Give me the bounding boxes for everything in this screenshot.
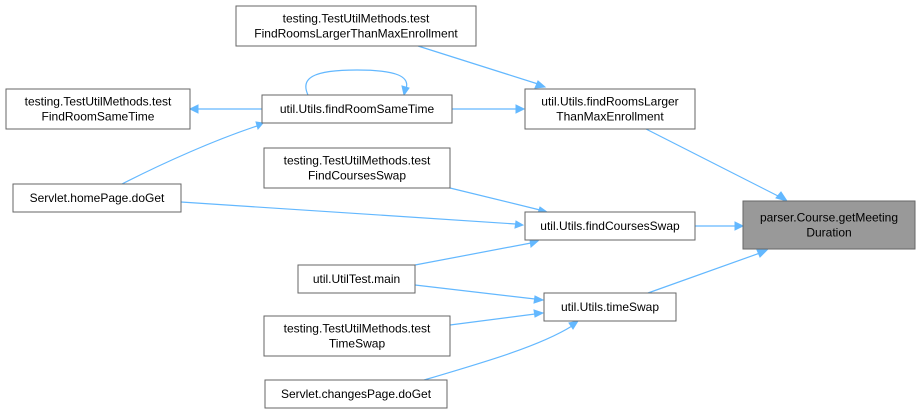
edge-home-doget-to-courses-swap-arrowhead bbox=[514, 220, 525, 229]
node-label-line: parser.Course.getMeeting bbox=[760, 211, 898, 225]
edge-test-time-swap-to-time-swap-arrowhead bbox=[533, 309, 545, 318]
node-label-line: testing.TestUtilMethods.test bbox=[284, 154, 431, 168]
node-test-room-same-time[interactable]: testing.TestUtilMethods.testFindRoomSame… bbox=[5, 88, 191, 130]
edge-courses-swap-to-focus-arrowhead bbox=[734, 221, 745, 231]
edge-changes-doget-to-time-swap bbox=[423, 325, 573, 381]
edges bbox=[121, 45, 789, 381]
node-box bbox=[742, 200, 916, 250]
node-box bbox=[524, 88, 696, 130]
node-label-line: Duration bbox=[806, 226, 851, 240]
edge-home-doget-to-courses-swap bbox=[180, 201, 517, 225]
edge-rooms-larger-to-focus-arrowhead bbox=[775, 191, 789, 202]
node-rooms-larger[interactable]: util.Utils.findRoomsLargerThanMaxEnrollm… bbox=[524, 88, 696, 130]
node-label-line: ThanMaxEnrollment bbox=[556, 110, 664, 124]
node-box bbox=[263, 147, 451, 189]
node-room-same-time[interactable]: util.Utils.findRoomSameTime bbox=[261, 94, 453, 124]
node-changes-doget[interactable]: Servlet.changesPage.doGet bbox=[264, 379, 448, 409]
edge-utiltest-main-to-time-swap-arrowhead bbox=[533, 295, 545, 304]
edge-room-same-time-self-arrowhead bbox=[401, 85, 410, 97]
edge-home-doget-to-room-same-time bbox=[121, 125, 258, 185]
node-label-line: testing.TestUtilMethods.test bbox=[284, 322, 431, 336]
edge-test-time-swap-to-time-swap bbox=[449, 313, 536, 326]
edge-utiltest-main-to-courses-swap-arrowhead bbox=[529, 239, 540, 248]
node-box bbox=[543, 292, 677, 322]
edge-test-rooms-to-rooms-larger-arrowhead bbox=[534, 80, 547, 89]
node-label-line: util.Utils.timeSwap bbox=[561, 300, 659, 314]
node-label-line: util.UtilTest.main bbox=[313, 272, 400, 286]
node-label-line: Servlet.homePage.doGet bbox=[30, 191, 165, 205]
node-label-line: util.Utils.findCoursesSwap bbox=[540, 219, 680, 233]
edge-time-swap-to-focus bbox=[647, 252, 761, 294]
edge-rooms-larger-to-focus bbox=[645, 128, 781, 198]
node-box bbox=[297, 264, 416, 294]
node-box bbox=[261, 94, 453, 124]
node-box bbox=[263, 315, 451, 357]
edge-room-same-time-to-rooms-larger-arrowhead bbox=[515, 104, 526, 114]
node-box bbox=[12, 183, 182, 213]
node-box bbox=[5, 88, 191, 130]
edge-utiltest-main-to-time-swap bbox=[414, 284, 536, 300]
node-time-swap[interactable]: util.Utils.timeSwap bbox=[543, 292, 677, 322]
node-label-line: FindRoomsLargerThanMaxEnrollment bbox=[254, 27, 458, 41]
node-label-line: FindCoursesSwap bbox=[308, 169, 406, 183]
node-test-courses-swap[interactable]: testing.TestUtilMethods.testFindCoursesS… bbox=[263, 147, 451, 189]
node-box bbox=[524, 211, 696, 241]
edge-room-same-time-self bbox=[305, 69, 408, 96]
node-utiltest-main[interactable]: util.UtilTest.main bbox=[297, 264, 416, 294]
node-label-line: testing.TestUtilMethods.test bbox=[283, 12, 430, 26]
node-box bbox=[264, 379, 448, 409]
node-label-line: TimeSwap bbox=[329, 337, 386, 351]
edge-test-courses-swap-to-courses-swap bbox=[449, 187, 541, 211]
node-test-rooms-larger[interactable]: testing.TestUtilMethods.testFindRoomsLar… bbox=[235, 5, 477, 47]
node-home-doget[interactable]: Servlet.homePage.doGet bbox=[12, 183, 182, 213]
node-box bbox=[235, 5, 477, 47]
edge-utiltest-main-to-courses-swap bbox=[414, 242, 532, 266]
edge-time-swap-to-focus-arrowhead bbox=[756, 249, 769, 258]
edge-test-rooms-to-rooms-larger bbox=[417, 45, 539, 85]
node-label-line: util.Utils.findRoomsLarger bbox=[541, 95, 678, 109]
edge-changes-doget-to-time-swap-arrowhead bbox=[568, 320, 580, 330]
node-label-line: FindRoomSameTime bbox=[42, 110, 155, 124]
edge-test-room-same-time-to-room-same-time-arrowhead bbox=[188, 104, 199, 114]
node-label-line: testing.TestUtilMethods.test bbox=[25, 95, 172, 109]
node-label-line: util.Utils.findRoomSameTime bbox=[280, 102, 435, 116]
edge-home-doget-to-room-same-time-arrowhead bbox=[255, 121, 264, 131]
node-courses-swap[interactable]: util.Utils.findCoursesSwap bbox=[524, 211, 696, 241]
node-label-line: Servlet.changesPage.doGet bbox=[281, 387, 432, 401]
